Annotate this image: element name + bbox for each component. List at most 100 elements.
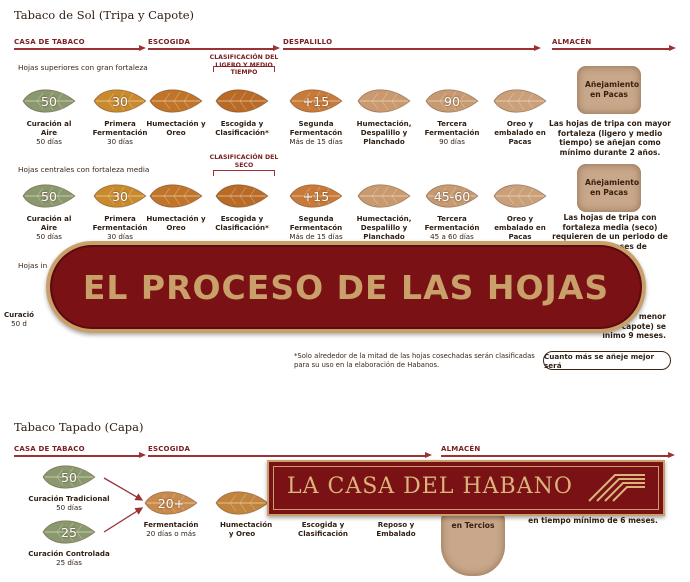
s2-humectation-caption: Humectación y Oreo (201, 520, 283, 538)
fermentation-detail: 20 días o más (146, 529, 196, 538)
step-title: Primera Fermentación (92, 119, 148, 137)
stage-arrow (283, 45, 541, 51)
row1-bracket-label: CLASIFICACIÓN DEL LIGERO Y MEDIO TIEMPO (209, 54, 279, 76)
leaf-duration-number (492, 180, 548, 212)
stage-arrow (148, 452, 432, 458)
row3-label: Hojas in (18, 261, 48, 270)
section1-title: Tabaco de Sol (Tripa y Capote) (14, 8, 195, 22)
leaf-duration-number (356, 180, 412, 212)
leaf-icon (148, 85, 204, 117)
stage-escogida-2: ESCOGIDA (148, 445, 191, 453)
step-caption: Escogida y Clasificación* (201, 214, 283, 232)
s2-humectation-title: Humectación y Oreo (220, 520, 273, 538)
step-caption: Oreo y embalado en Pacas (479, 119, 561, 146)
leaf-icon (214, 180, 270, 212)
step-detail: Más de 15 días (289, 137, 343, 146)
leaf-duration-number: 25 (61, 524, 77, 540)
step-title: Curación al Aire (26, 214, 72, 232)
logo-frame (273, 466, 659, 510)
row3-note-line: ínimo 9 meses. (602, 331, 666, 340)
stage-almacen: ALMACÉN (552, 38, 592, 46)
logo-text: LA CASA DEL HABANO (287, 474, 573, 499)
leaf-duration-number: 50 (41, 93, 57, 109)
step-title: Oreo y embalado en Pacas (494, 119, 546, 146)
humectation-leaf-icon (214, 487, 270, 519)
leaf-duration-number: +15 (302, 188, 330, 204)
row2-aging-box-label: Añejamiento en Pacas (585, 178, 640, 197)
row1-bracket (213, 66, 275, 72)
step-title: Escogida y Clasificación* (215, 214, 269, 232)
s2-escogida-title: Escogida y Clasificación (298, 520, 348, 538)
step-title: Tercera Fermentación (424, 214, 480, 232)
stage-arrow (441, 452, 675, 458)
tercios-label: en Tercios (451, 521, 495, 530)
leaf-duration-number: 30 (112, 188, 128, 204)
title-banner: EL PROCESO DE LAS HOJAS (46, 241, 646, 333)
row2-bracket-label: CLASIFICACIÓN DEL SECO (209, 154, 279, 169)
step-detail: 90 días (439, 137, 465, 146)
step-title: Segunda Fermentacón (289, 214, 343, 232)
leaf-icon (214, 85, 270, 117)
step-title: Humectación y Oreo (146, 119, 206, 137)
step-title: Humectación, Despalillo y Planchado (356, 119, 412, 146)
leaf-icon: 45-60 (424, 180, 480, 212)
fermentation-leaf-icon: 20+ (143, 487, 199, 519)
logo-chevron-icon (588, 474, 645, 502)
cure-traditional-leaf-icon: 50 (41, 461, 97, 493)
leaf-icon: +15 (288, 180, 344, 212)
s2-escogida-caption: Escogida y Clasificación (282, 520, 364, 538)
leaf-icon: 30 (92, 180, 148, 212)
step-title: Segunda Fermentacón (289, 119, 343, 137)
step-detail: 30 días (107, 137, 133, 146)
stage-arrow (14, 45, 146, 51)
leaf-duration-number (492, 85, 548, 117)
step-detail: 50 días (36, 137, 62, 146)
aging-pill: Cuanto más se añeje mejor será (543, 351, 671, 370)
row1-aging-box: Añejamiento en Pacas (577, 66, 641, 114)
leaf-duration-number: 50 (41, 188, 57, 204)
row1-aging-box-label: Añejamiento en Pacas (585, 80, 640, 99)
step-title: Humectación y Oreo (146, 214, 206, 232)
leaf-duration-number: 20+ (157, 495, 185, 511)
row3-first-caption: Curació 50 d (0, 310, 60, 328)
stage-escogida: ESCOGIDA (148, 38, 191, 46)
s2-almacen-note: en tiempo mínimo de 6 meses. (528, 516, 658, 525)
row1-almacen-note: Las hojas de tripa con mayor fortaleza (… (548, 119, 671, 157)
leaf-duration-number: 30 (112, 93, 128, 109)
leaf-duration-number (214, 85, 270, 117)
cure-controlled-leaf-icon: 25 (41, 516, 97, 548)
leaf-icon (148, 180, 204, 212)
leaf-duration-number (148, 180, 204, 212)
row3-first-title: Curació (3, 310, 35, 319)
step-caption: Humectación y Oreo (135, 214, 217, 232)
s2-reposo-caption: Reposo y Embalado (355, 520, 437, 538)
step-title: Oreo y embalado en Pacas (494, 214, 546, 241)
leaf-icon (492, 85, 548, 117)
row3-note-line: menor (638, 312, 666, 321)
row1-label: Hojas superiores con gran fortaleza (18, 63, 148, 72)
leaf-icon (356, 85, 412, 117)
leaf-duration-number (356, 85, 412, 117)
step-title: Escogida y Clasificación* (215, 119, 269, 137)
leaf-icon: 90 (424, 85, 480, 117)
tercios-bundle: en Tercios (441, 510, 505, 576)
merge-arrows (103, 477, 144, 533)
step-detail: 30 días (107, 232, 133, 241)
leaf-duration-number: 50 (61, 469, 77, 485)
step-title: Humectación, Despalillo y Planchado (356, 214, 412, 241)
footnote: *Solo alrededor de la mitad de las hojas… (294, 352, 535, 369)
leaf-duration-number (214, 180, 270, 212)
row2-bracket (213, 170, 275, 176)
stage-almacen-2: ALMACÉN (441, 445, 481, 453)
leaf-duration-number (148, 85, 204, 117)
step-detail: 45 a 60 días (430, 232, 474, 241)
step-title: Primera Fermentación (92, 214, 148, 232)
stage-arrow (148, 45, 280, 51)
row2-label: Hojas centrales con fortaleza media (18, 165, 150, 174)
